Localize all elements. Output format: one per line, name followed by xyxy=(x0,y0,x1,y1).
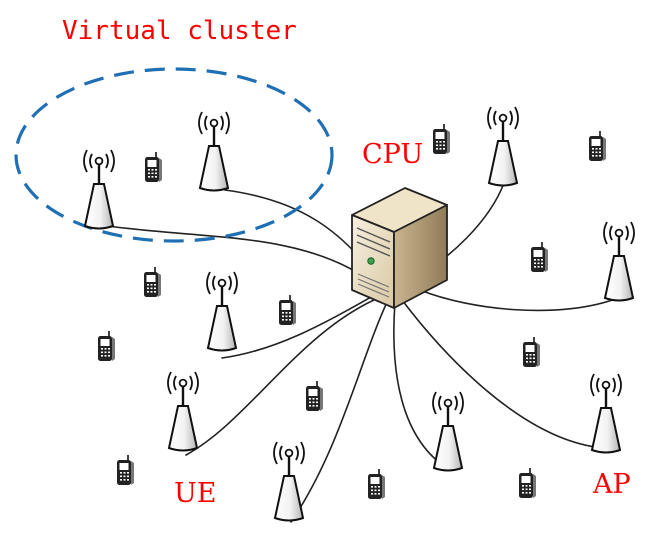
link-ap-9 xyxy=(401,299,604,449)
ue-label: UE xyxy=(174,478,217,509)
access-points xyxy=(82,105,636,522)
phone-icon xyxy=(432,123,451,155)
phone-icon xyxy=(518,467,537,499)
phone-icon xyxy=(588,130,607,162)
ap-icon xyxy=(166,370,200,452)
phone-icon xyxy=(305,380,324,412)
link-ap-5 xyxy=(221,291,381,359)
fronthaul-links xyxy=(100,182,619,523)
ap-icon xyxy=(272,440,306,522)
ap-icon xyxy=(197,110,231,192)
link-ap-4 xyxy=(419,289,619,312)
virtual-cluster-boundary xyxy=(14,67,334,243)
phone-icon xyxy=(367,468,386,500)
cpu-server-icon xyxy=(351,187,448,309)
phone-icon xyxy=(144,151,163,183)
ap-icon xyxy=(589,372,623,454)
phone-icon xyxy=(522,336,541,368)
phone-icon xyxy=(116,454,135,486)
ap-icon xyxy=(486,105,520,187)
ap-icon xyxy=(82,148,116,230)
ap-icon xyxy=(431,390,465,472)
cpu-label: CPU xyxy=(362,139,424,170)
phone-icon xyxy=(143,266,162,298)
link-ap-7 xyxy=(290,299,389,523)
ap-label: AP xyxy=(593,469,631,500)
phone-icon xyxy=(278,294,297,326)
phone-icon xyxy=(97,330,116,362)
ap-icon xyxy=(602,220,636,302)
ap-icon xyxy=(205,270,239,352)
link-ap-6 xyxy=(185,295,384,456)
link-ap-1 xyxy=(100,224,373,283)
phone-icon xyxy=(530,241,549,273)
virtual-cluster-label: Virtual cluster xyxy=(62,16,297,46)
link-ap-8 xyxy=(393,301,451,471)
